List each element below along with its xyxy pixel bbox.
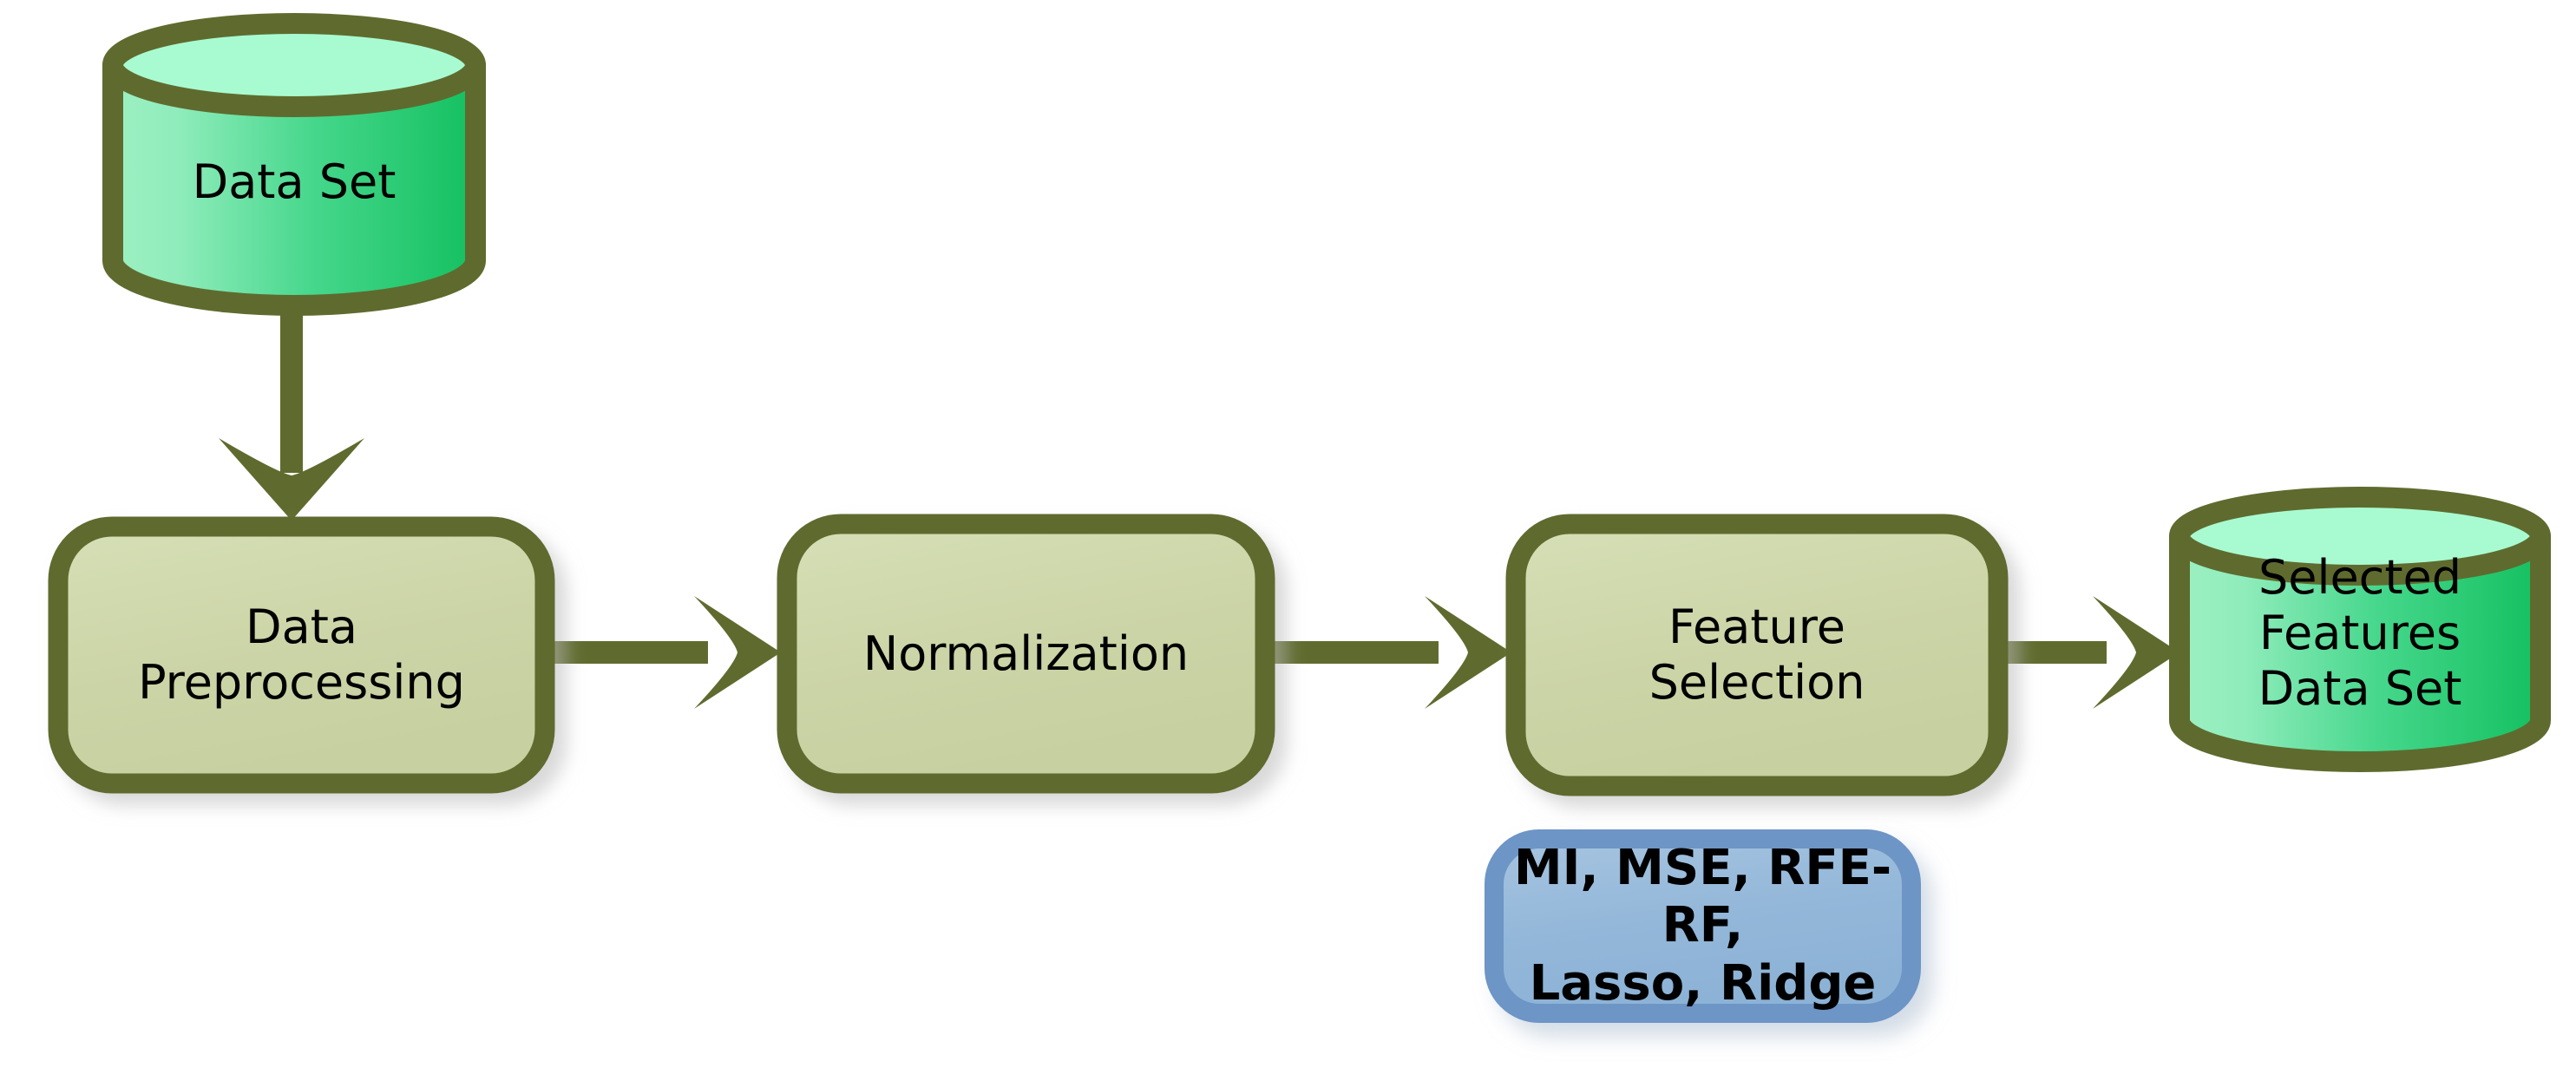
edge-normalization-to-feature-selection xyxy=(1268,596,1511,709)
node-data-set[interactable] xyxy=(102,13,486,316)
node-selected-features-data-set[interactable] xyxy=(2169,487,2551,772)
node-feature-selection-methods[interactable] xyxy=(1485,829,1921,1023)
edge-feature-selection-to-selected-features xyxy=(2002,596,2179,709)
node-data-preprocessing[interactable] xyxy=(48,516,555,794)
edge-preprocessing-to-normalization xyxy=(547,596,781,709)
node-normalization[interactable] xyxy=(777,514,1275,794)
node-feature-selection[interactable] xyxy=(1505,514,2009,796)
edge-data-set-to-preprocessing xyxy=(219,286,364,521)
